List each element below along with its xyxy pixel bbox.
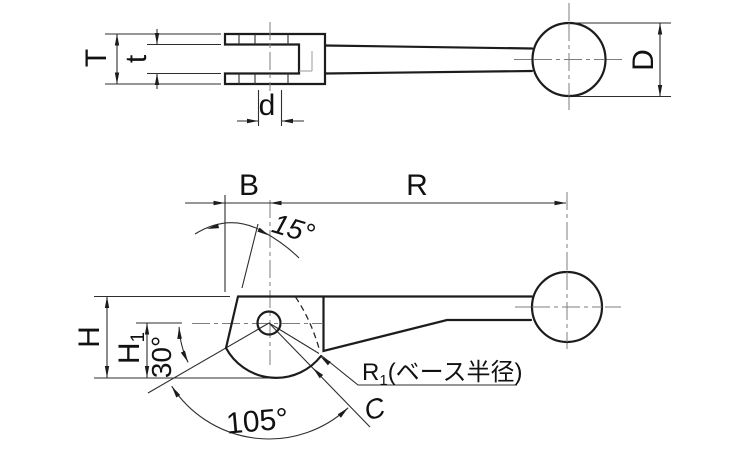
dim-label-R: R — [406, 169, 428, 202]
front-view-part — [224, 270, 604, 379]
dim-label-B: B — [239, 169, 259, 202]
lever-bottom-edge — [322, 295, 533, 353]
fork-inner-step — [299, 51, 313, 72]
handle-rod-top-edge — [323, 44, 534, 50]
dim-label-H1: H1 — [113, 332, 149, 364]
base-radius-label: R1(ベース半径) — [362, 359, 522, 389]
angle-label-30: 30° — [146, 336, 177, 378]
base-left-edge — [224, 295, 240, 350]
fork-upper-prong-ticks — [238, 34, 289, 45]
top-view: T t d D — [80, 3, 671, 126]
dim-label-d: d — [259, 89, 276, 122]
dim-label-H: H — [73, 326, 106, 348]
dim-label-T: T — [80, 49, 113, 67]
front-view: B R 15° H H1 30° 105° R1(ベース半径) C — [73, 169, 621, 441]
top-view-dimension-lines — [105, 22, 671, 126]
front-view-BR-dimensions — [185, 195, 566, 292]
pivot-hole — [256, 310, 282, 336]
base-bottom-arc — [224, 346, 323, 379]
top-view-part — [223, 21, 607, 98]
front-view-leaders — [313, 355, 517, 386]
angle-label-105: 105° — [225, 402, 290, 440]
handle-rod-bottom-edge — [323, 69, 534, 75]
dim-label-D: D — [627, 49, 660, 71]
fork-lower-prong-ticks — [238, 73, 289, 84]
base-hidden-arc — [294, 296, 321, 351]
front-view-tilt-construction — [194, 222, 300, 289]
front-view-height-dimensions — [94, 295, 268, 379]
dim-label-t: t — [120, 54, 153, 63]
